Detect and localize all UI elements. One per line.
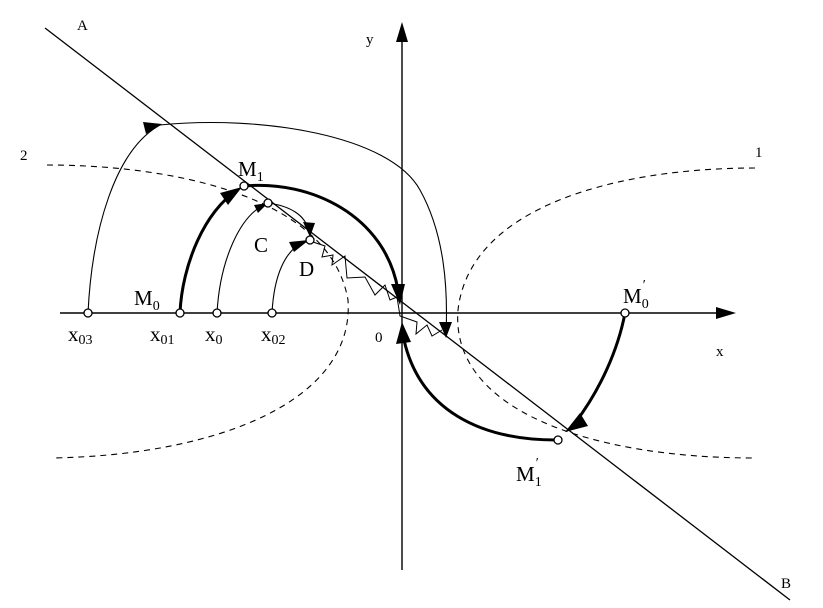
label-m1-prime: M1′ xyxy=(516,456,542,490)
trajectory-m1-origin xyxy=(244,183,400,291)
point-m1 xyxy=(239,181,249,191)
label-curve-2: 2 xyxy=(20,148,28,164)
point-m0p xyxy=(620,308,630,318)
trajectory-x0-c xyxy=(216,203,267,314)
point-x02 xyxy=(267,308,277,318)
label-x03: x03 xyxy=(68,322,93,348)
label-c: C xyxy=(254,233,268,257)
switching-line-ab xyxy=(44,27,791,601)
label-b: B xyxy=(781,576,791,592)
x-axis-arrow xyxy=(716,307,736,319)
trajectory-m1p-origin xyxy=(402,339,557,442)
label-y: y xyxy=(366,32,374,48)
label-x: x xyxy=(716,344,724,360)
label-curve-1: 1 xyxy=(755,145,763,161)
trajectory-x03 xyxy=(87,121,448,336)
trajectory-m1p-origin-arrow xyxy=(396,322,411,344)
label-x01: x01 xyxy=(150,322,175,348)
label-m0-prime: M0′ xyxy=(623,278,649,312)
label-d: D xyxy=(299,257,314,281)
label-m1: M1 xyxy=(238,157,264,185)
point-x0 xyxy=(212,308,222,318)
trajectory-m0-arrow xyxy=(220,187,242,205)
points xyxy=(83,181,630,445)
point-d xyxy=(305,235,315,245)
dashed-curve-1 xyxy=(457,167,756,459)
trajectory-x02-arrow xyxy=(289,240,309,252)
sliding-zigzag xyxy=(309,240,443,337)
point-m1p xyxy=(553,435,563,445)
trajectory-m0p-arrow xyxy=(565,413,588,432)
label-m0: M0 xyxy=(134,286,160,314)
point-x03 xyxy=(83,308,93,318)
trajectory-m0p-m1p xyxy=(573,312,627,424)
label-x02: x02 xyxy=(261,322,286,348)
trajectory-x03-arrow-end xyxy=(439,322,452,338)
label-x0: x0 xyxy=(205,322,223,348)
trajectory-x03-arrow-top xyxy=(143,122,162,134)
dashed-curve-2 xyxy=(46,164,349,459)
y-axis-arrow xyxy=(396,22,408,42)
trajectory-m1-origin-arrow xyxy=(391,284,405,305)
point-m0 xyxy=(175,308,185,318)
label-a: A xyxy=(77,18,88,34)
label-origin: 0 xyxy=(375,330,383,346)
trajectory-c-d-arrow xyxy=(303,222,315,237)
point-c xyxy=(263,198,273,208)
